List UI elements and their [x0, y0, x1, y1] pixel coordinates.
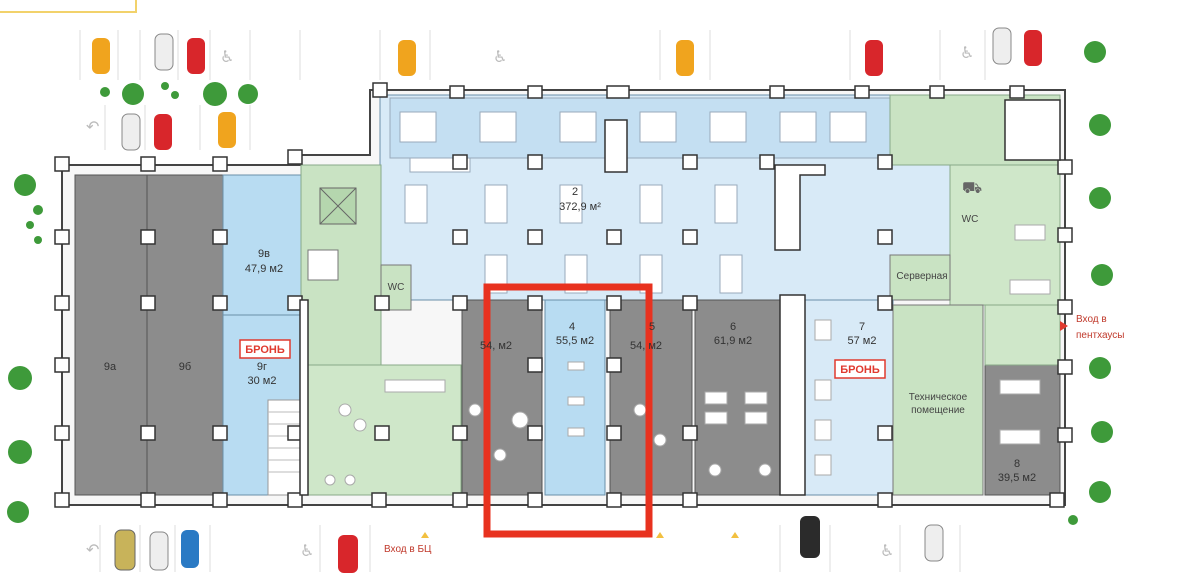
reserved-badge-7 [834, 359, 886, 379]
stroller-icon: ⛟ [962, 178, 982, 197]
entrance-penthouse-label-2: пентхаусы [1076, 330, 1125, 341]
entrance-bc-label: Вход в БЦ [384, 544, 432, 555]
unit-9g-area-label: 30 м2 [248, 375, 277, 387]
unit-7-number: 7 [859, 321, 865, 333]
unit-9b-area [146, 174, 224, 496]
unit-7-area-label: 57 м2 [848, 335, 877, 347]
furniture-lower [324, 224, 1051, 486]
unit-9a-number: 9а [104, 361, 117, 373]
car-icon [92, 27, 1042, 573]
unit-4-area-label: 55,5 м2 [556, 335, 594, 347]
corner-frame [0, 0, 137, 13]
tech-room-area [892, 304, 984, 496]
reserved-badge-7-label: БРОНЬ [840, 364, 880, 376]
unit-3-area-label: 54, м2 [480, 340, 512, 352]
entrance-penthouse-label-1: Вход в [1076, 314, 1107, 325]
unit-4-number: 4 [569, 321, 575, 333]
unit-9b-number: 9б [179, 361, 191, 373]
svg-text:♿: ♿ [493, 47, 507, 66]
selected-unit-frame[interactable] [483, 283, 653, 538]
parking-lines-top [79, 30, 986, 150]
unit-8-area-label: 39,5 м2 [998, 472, 1036, 484]
unit-9v-area-label: 47,9 м2 [245, 263, 283, 275]
tech-room-label-2: помещение [911, 405, 965, 416]
server-room-label: Серверная [896, 271, 947, 282]
unit-8-number: 8 [1014, 458, 1020, 470]
unit-2-area-label: 372,9 м² [559, 201, 601, 213]
entrance-markers [421, 532, 739, 538]
unit-5-number: 5 [649, 321, 655, 333]
reserved-badge-9g [239, 339, 291, 359]
server-room [889, 254, 951, 301]
svg-text:♿: ♿ [880, 541, 894, 560]
svg-text:↶: ↶ [86, 117, 99, 136]
wc-label-2: WC [962, 214, 979, 225]
unit-6-number: 6 [730, 321, 736, 333]
u-turn-icon: ↶↶ [86, 117, 99, 559]
tree-icon [7, 41, 1113, 525]
parking-lines-bottom [99, 525, 961, 572]
penthouse-corridor [984, 304, 1061, 366]
penthouse-arrow-icon [1060, 321, 1068, 331]
svg-text:♿: ♿ [300, 541, 314, 560]
unit-5-area-label: 54, м2 [630, 340, 662, 352]
svg-text:♿: ♿ [220, 47, 234, 66]
wheelchair-icon: ♿ ♿ ♿ ♿ ♿ [220, 43, 974, 560]
columns [54, 82, 1073, 508]
unit-9v-number: 9в [258, 248, 270, 260]
unit-9g-number: 9г [257, 361, 267, 373]
unit-9a-area [74, 174, 148, 496]
tech-room-label-1: Техническое [909, 392, 968, 403]
svg-text:♿: ♿ [960, 43, 974, 62]
unit-9v-area [222, 174, 302, 316]
reserved-badge-9g-label: БРОНЬ [245, 344, 285, 356]
unit-6-area-label: 61,9 м2 [714, 335, 752, 347]
unit-3-area [461, 299, 543, 496]
wc-label: WC [388, 282, 405, 293]
furniture-unit-2 [399, 111, 867, 294]
stair-steps [268, 411, 301, 473]
walls [299, 99, 1061, 496]
lift-box [307, 249, 339, 281]
svg-text:↶: ↶ [86, 540, 99, 559]
unit-2-number: 2 [572, 186, 578, 198]
